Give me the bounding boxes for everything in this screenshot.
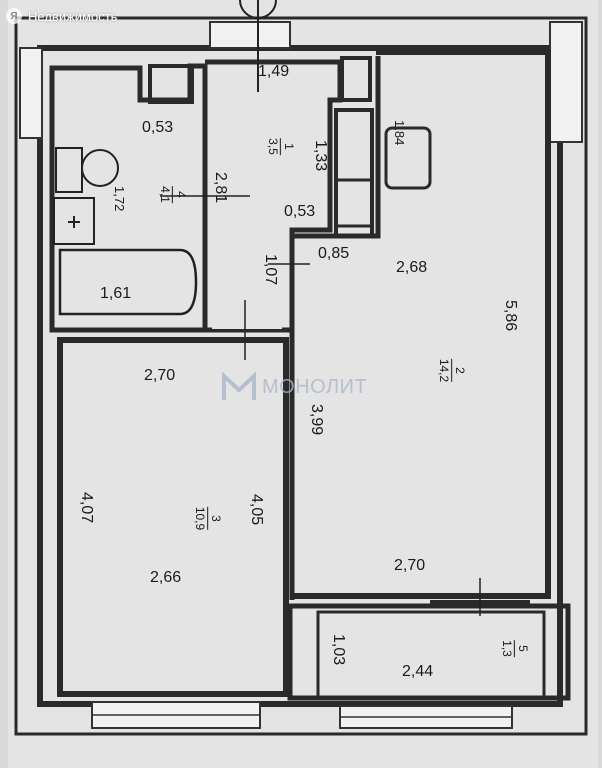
dim-living-length: 5,86 (502, 300, 519, 332)
brand-overlay: МОНОЛИТ (222, 372, 367, 402)
dim-kitchen-width-bottom: 2,66 (150, 569, 182, 586)
window-left (19, 47, 43, 139)
compass-icon (239, 0, 277, 19)
inner-wall (37, 45, 563, 707)
dim-living-width-top: 2,68 (396, 259, 428, 276)
room-3-area: 10,9 (193, 506, 208, 531)
paper (8, 0, 598, 768)
bathtub (58, 248, 198, 316)
dim-bath-top-width: 0,53 (142, 119, 174, 136)
dim-kitchen-right-length: 4,05 (248, 494, 265, 526)
dim-niche-width: 1,84 (392, 120, 407, 146)
niche (384, 126, 432, 190)
dim-loggia-depth: 1,03 (330, 634, 347, 666)
dim-closet-depth: 1,33 (312, 140, 329, 172)
dim-tub-length: 1,61 (100, 285, 132, 302)
room-4-number: 4 (173, 191, 188, 198)
living-room-wall (292, 49, 551, 599)
window-right (549, 21, 583, 143)
dim-kitchen-width-top: 2,70 (144, 367, 176, 384)
kitchen-wall (57, 337, 289, 697)
sink (53, 197, 95, 245)
room-5-number: 5 (515, 645, 530, 652)
dim-closet-step: 0,85 (318, 245, 350, 262)
monolit-logo-icon (222, 372, 256, 400)
dim-hall-lower-depth: 1,07 (262, 254, 279, 286)
watermark: Я Недвижимость (6, 8, 117, 24)
vent-shaft (148, 64, 194, 104)
room-4-area: 4,1 (157, 186, 172, 203)
top-opening (209, 21, 291, 49)
toilet-tank (55, 147, 83, 193)
dim-hall-top-width: 1,49 (258, 63, 290, 80)
dim-kitchen-left-length: 4,07 (78, 492, 95, 524)
room-3-number: 3 (209, 515, 224, 522)
dim-hall-depth: 2,81 (212, 172, 229, 204)
dim-living-lower-length: 3,99 (308, 404, 325, 436)
room-2-area: 14,2 (437, 358, 452, 383)
room-2-number: 2 (453, 367, 468, 374)
outer-wall (14, 16, 588, 736)
brand-label: МОНОЛИТ (262, 375, 368, 398)
room-1-number: 1 (281, 143, 296, 150)
room-5-area: 1,3 (499, 640, 514, 657)
dim-living-width-bottom: 2,70 (394, 557, 426, 574)
room-1-area: 3,5 (265, 138, 280, 155)
dim-loggia-width: 2,44 (402, 663, 434, 680)
yandex-logo-icon: Я (6, 8, 22, 24)
watermark-label: Недвижимость (28, 8, 118, 24)
dim-closet-width: 0,53 (284, 203, 316, 220)
dim-bath-depth: 1,72 (112, 186, 127, 212)
closet-top (340, 56, 372, 102)
